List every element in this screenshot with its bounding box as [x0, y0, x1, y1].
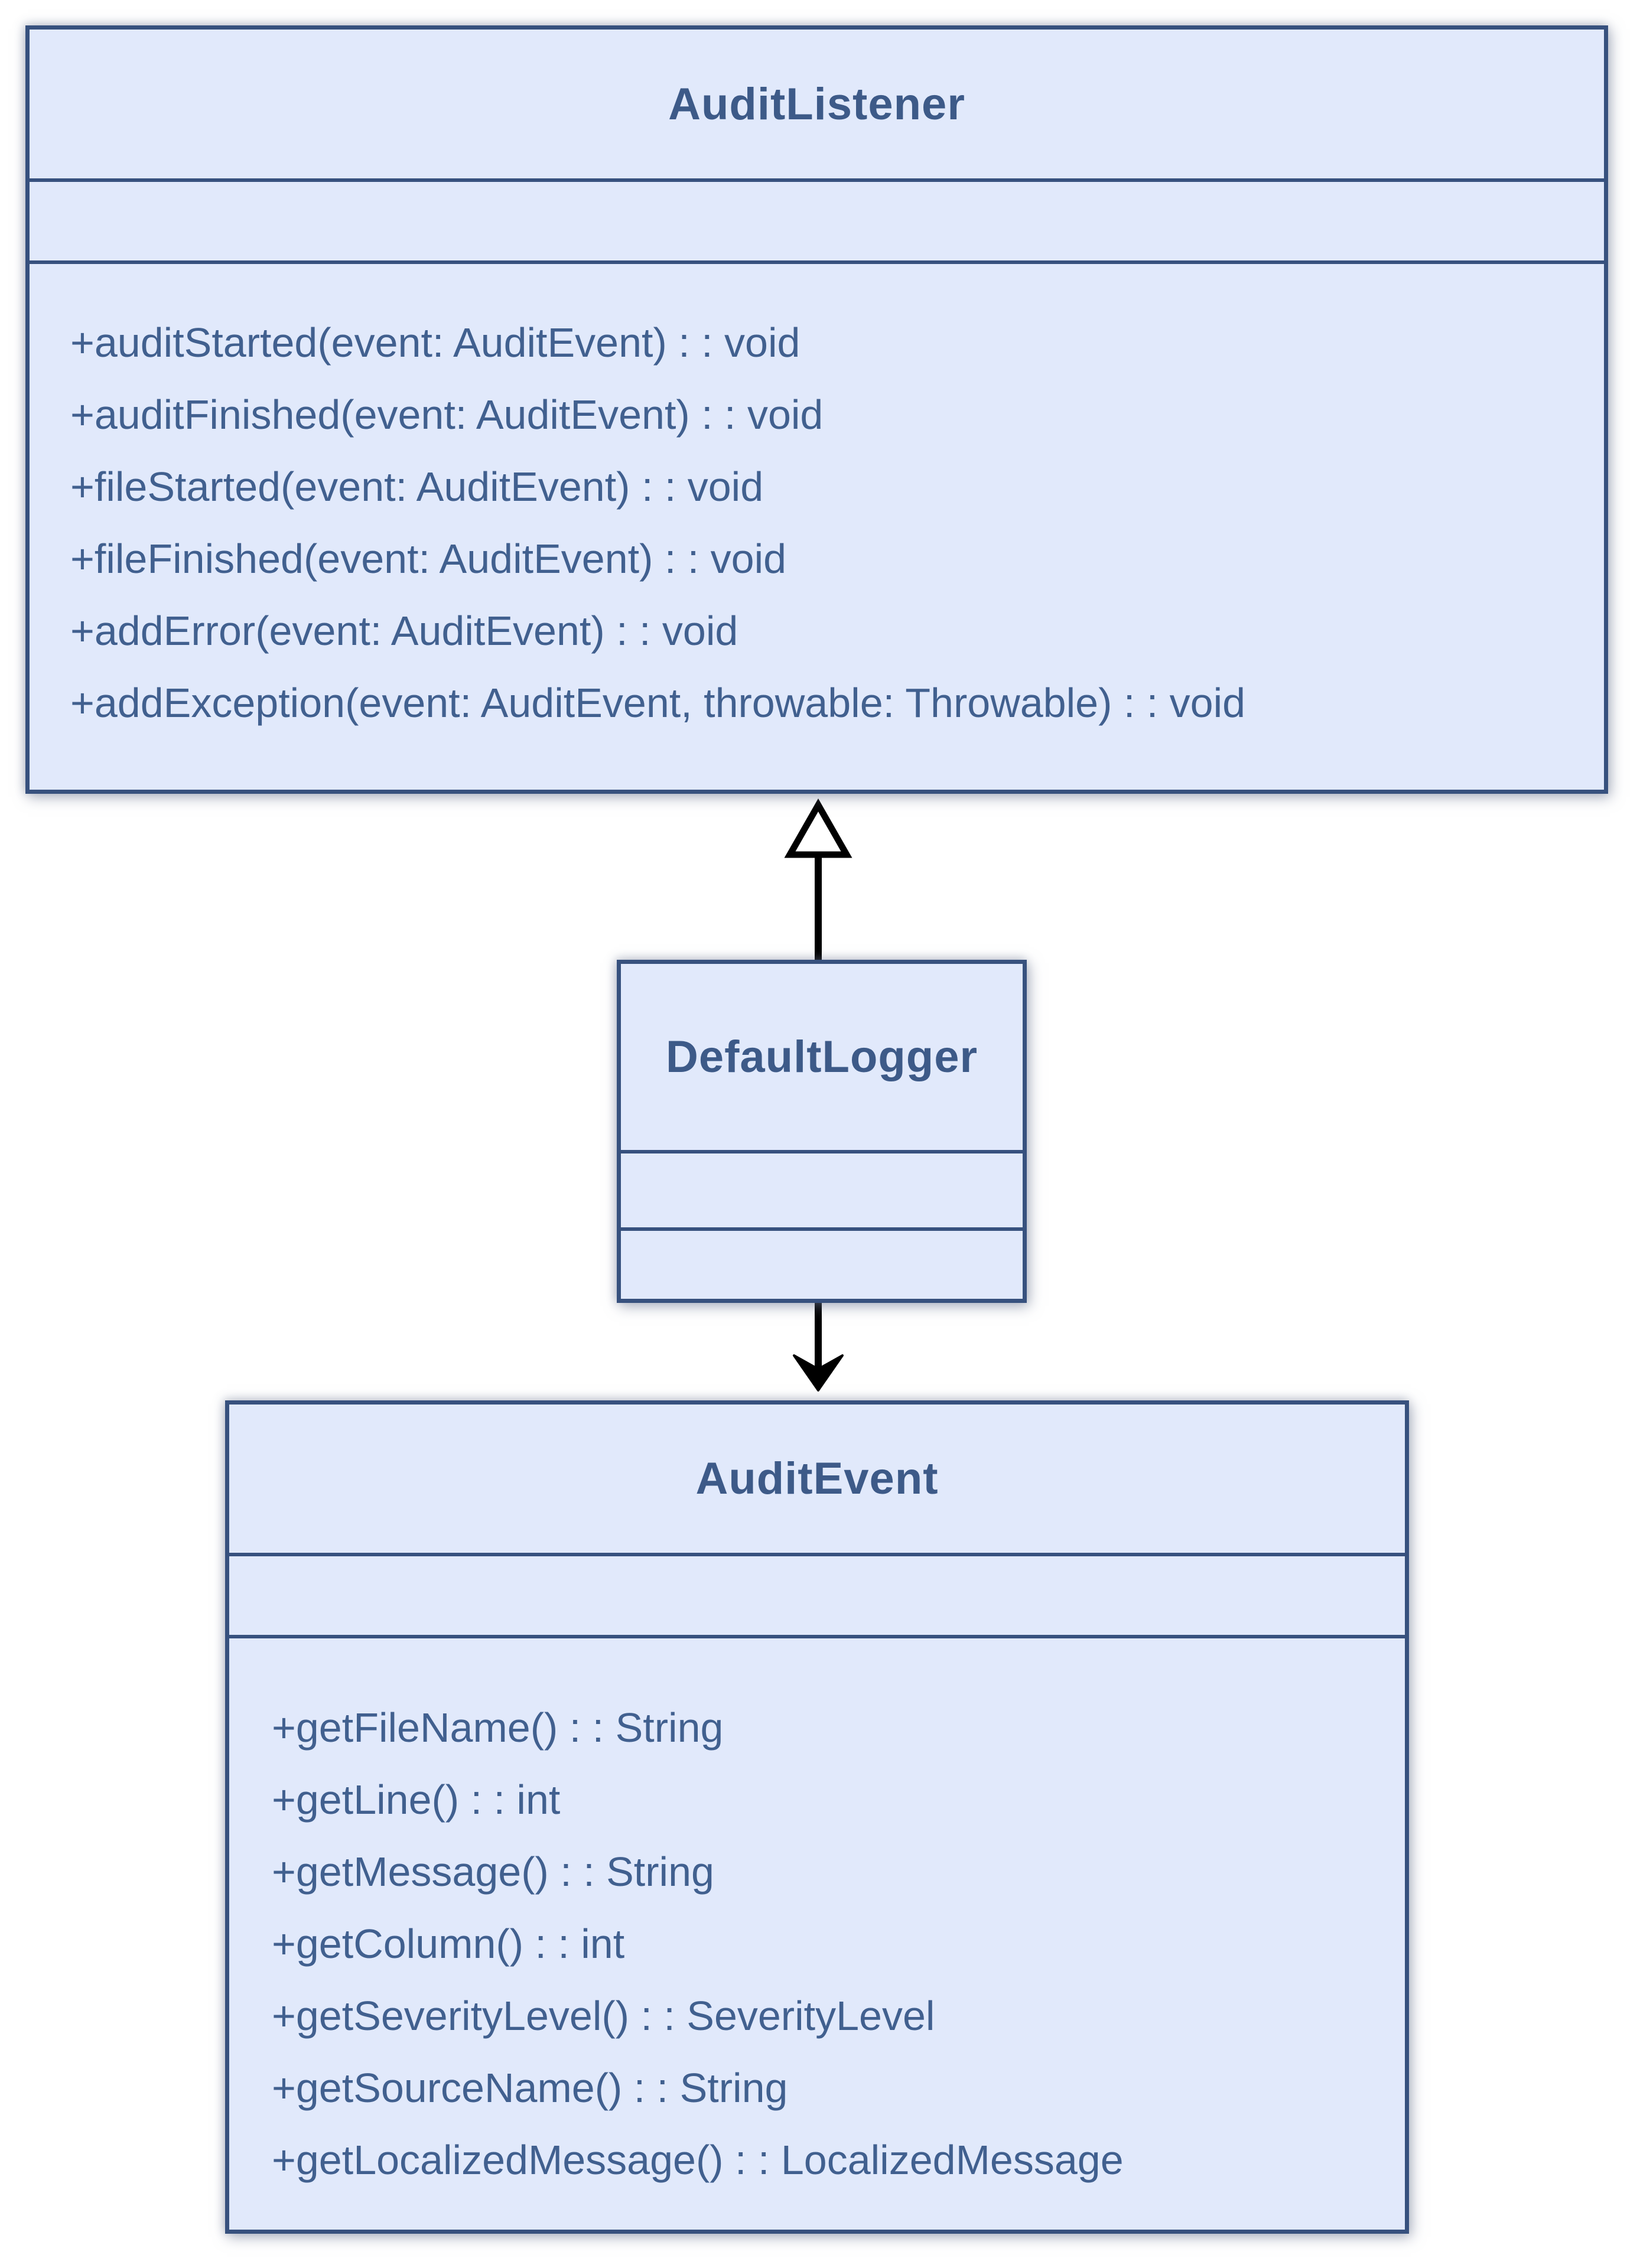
- filled-arrowhead: [793, 1354, 844, 1392]
- method-signature: +fileStarted(event: AuditEvent) : : void: [70, 464, 764, 510]
- hollow-triangle-arrowhead: [784, 798, 852, 858]
- method-signature: +getFileName() : : String: [272, 1705, 724, 1751]
- class-box-defaultlogger: DefaultLogger: [617, 960, 1027, 1303]
- method-signature: +getMessage() : : String: [272, 1849, 714, 1895]
- association-arrow: [793, 1303, 844, 1392]
- methods-compartment: [621, 1231, 1023, 1299]
- class-title: DefaultLogger: [621, 964, 1023, 1153]
- method-signature: +getSourceName() : : String: [272, 2065, 788, 2111]
- attributes-compartment: [229, 1556, 1405, 1638]
- class-title: AuditListener: [30, 30, 1604, 182]
- method-signature: +getSeverityLevel() : : SeverityLevel: [272, 1993, 935, 2039]
- generalization-arrow: [784, 798, 852, 962]
- attributes-compartment: [621, 1153, 1023, 1231]
- class-title: AuditEvent: [229, 1405, 1405, 1556]
- method-signature: +getLocalizedMessage() : : LocalizedMess…: [272, 2137, 1124, 2183]
- class-box-auditlistener: AuditListener +auditStarted(event: Audit…: [25, 25, 1608, 794]
- method-signature: +addException(event: AuditEvent, throwab…: [70, 680, 1246, 726]
- method-signature: +fileFinished(event: AuditEvent) : : voi…: [70, 536, 787, 582]
- methods-compartment: +getFileName() : : String +getLine() : : …: [229, 1638, 1405, 2230]
- attributes-compartment: [30, 182, 1604, 264]
- method-signature: +auditStarted(event: AuditEvent) : : voi…: [70, 320, 801, 366]
- class-box-auditevent: AuditEvent +getFileName() : : String+get…: [225, 1400, 1409, 2234]
- method-signature: +getColumn() : : int: [272, 1921, 625, 1967]
- method-signature: +auditFinished(event: AuditEvent) : : vo…: [70, 392, 824, 438]
- methods-compartment: +auditStarted(event: AuditEvent) : : voi…: [30, 264, 1604, 790]
- method-signature: +getLine() : : int: [272, 1777, 561, 1823]
- method-signature: +addError(event: AuditEvent) : : void: [70, 608, 738, 654]
